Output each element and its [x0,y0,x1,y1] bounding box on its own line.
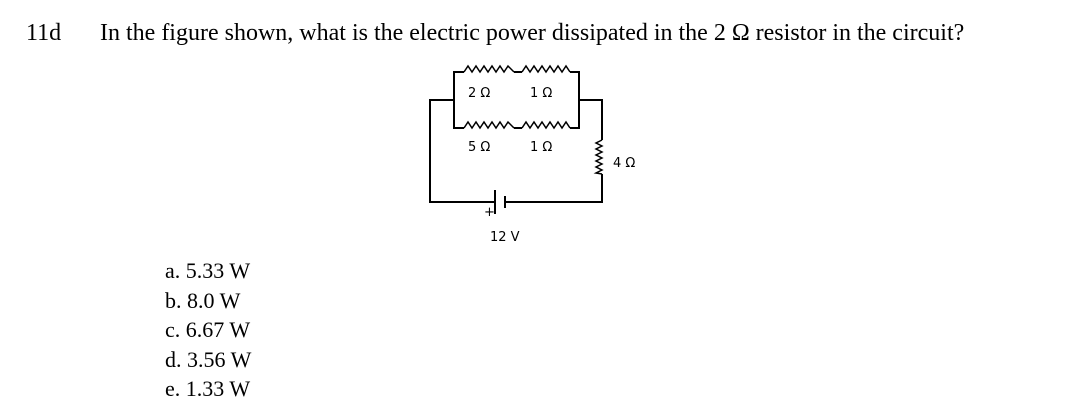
battery-label: 12 V [490,230,520,245]
answer-choice-a: a. 5.33 W [165,258,251,283]
question-number: 11d [26,20,62,46]
answer-choice-c: c. 6.67 W [165,317,251,342]
resistor-top-left-zigzag [463,64,515,74]
left-outer-wire [429,99,495,203]
right-outer-wire [579,99,603,140]
resistor-bottom-right-label: 1 Ω [530,140,552,155]
resistor-top-left-label: 2 Ω [468,86,490,101]
resistor-top-right-zigzag [521,64,571,74]
answer-choice-d: d. 3.56 W [165,346,252,372]
answer-choices: a. 5.33 W b. 8.0 W c. 6.67 W d. 3.56 W e… [165,256,251,404]
answer-choice-e: e. 1.33 W [165,376,251,401]
question-text: In the figure shown, what is the electri… [100,20,965,46]
left-branch-wire [453,71,464,129]
resistor-bottom-left-label: 5 Ω [468,140,490,155]
resistor-bottom-left-zigzag [463,120,515,130]
resistor-bottom-right-zigzag [521,120,571,130]
bottom-right-wire [505,174,603,203]
right-branch-wire [570,71,580,129]
resistor-right-label: 4 Ω [613,156,635,171]
answer-choice-b: b. 8.0 W [165,287,241,313]
resistor-top-right-label: 1 Ω [530,86,552,101]
battery-polarity-label: + [484,205,495,220]
resistor-right-zigzag [593,139,604,175]
